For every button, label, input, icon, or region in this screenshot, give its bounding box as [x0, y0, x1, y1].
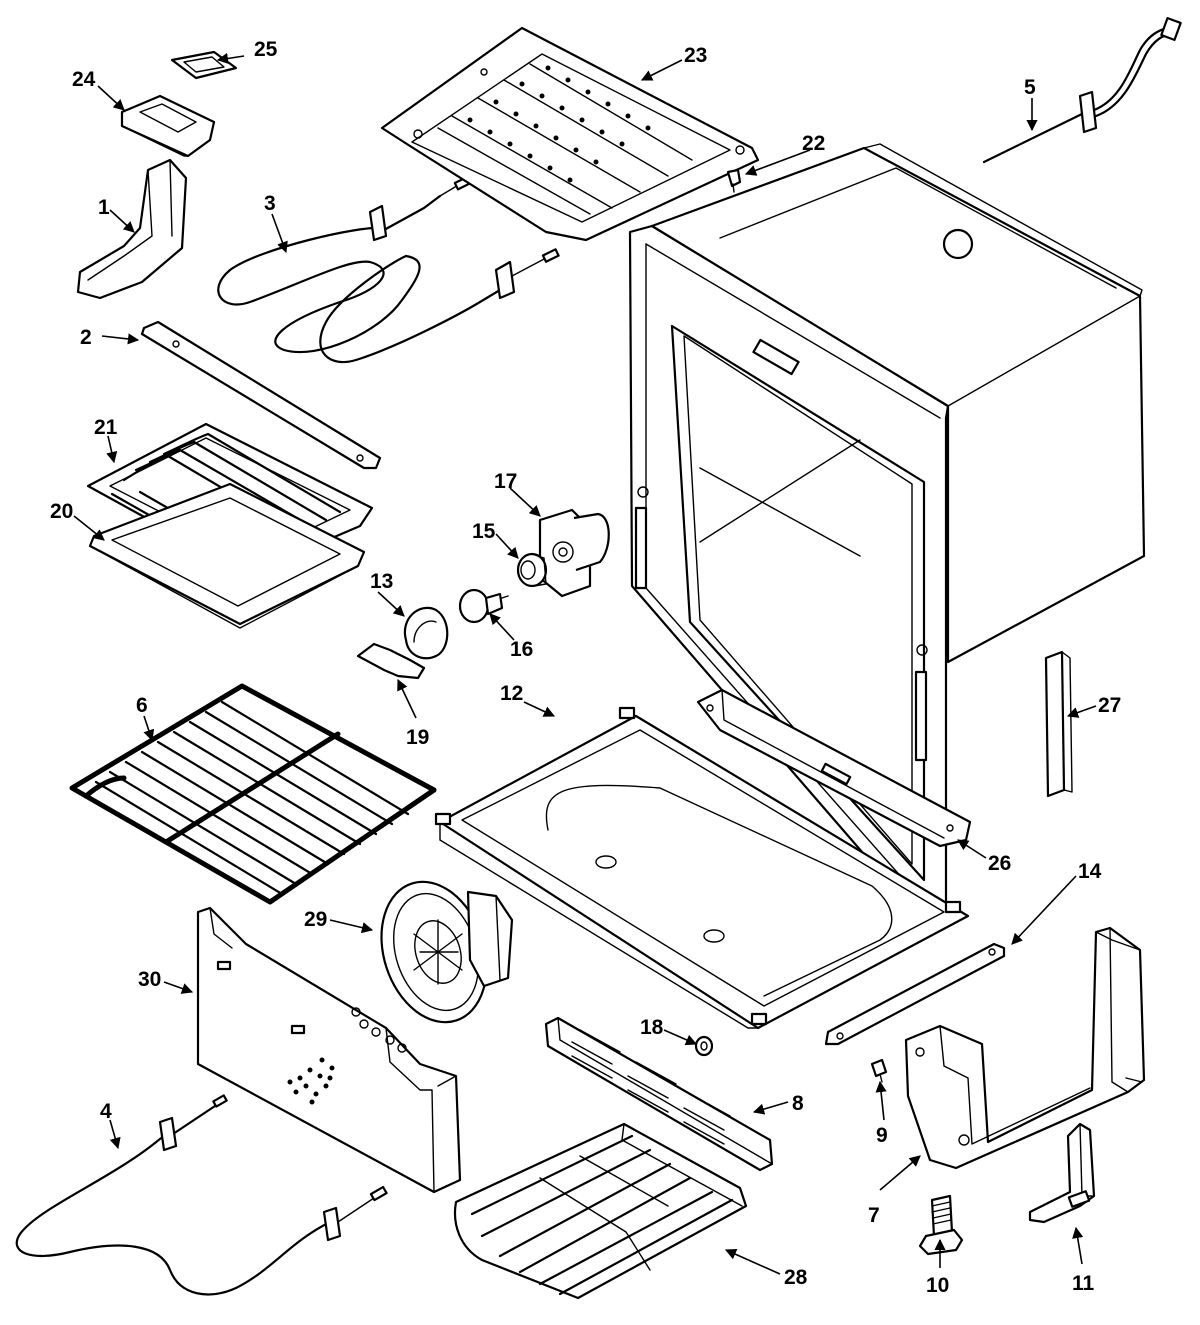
part-17-light-receptacle — [538, 508, 610, 598]
part-28-lower-rack — [454, 1122, 748, 1300]
part-10-leveling-leg — [918, 1194, 964, 1256]
callout-8: 8 — [792, 1092, 804, 1115]
callout-25: 25 — [254, 38, 278, 61]
part-2-bracket — [140, 320, 382, 470]
part-9-screw — [870, 1058, 888, 1083]
callout-21: 21 — [94, 416, 118, 439]
part-23-heat-baffle — [380, 26, 760, 242]
callout-5: 5 — [1024, 76, 1036, 99]
leader-lines — [73, 52, 1097, 1275]
part-13-lens-cover — [403, 606, 449, 660]
part-18-grommet — [694, 1035, 714, 1057]
callout-28: 28 — [784, 1266, 808, 1289]
part-14-support-bar — [824, 942, 1006, 1046]
callout-11: 11 — [1072, 1272, 1095, 1295]
callout-7: 7 — [868, 1204, 880, 1227]
part-5-sensor — [982, 17, 1182, 164]
callout-19: 19 — [406, 726, 429, 749]
callout-1: 1 — [98, 196, 110, 219]
callout-15: 15 — [472, 520, 496, 543]
part-12-oven-bottom — [434, 706, 970, 1030]
part-3-broil-element — [217, 176, 560, 364]
callout-22: 22 — [802, 132, 825, 155]
part-30-rear-panel — [196, 906, 462, 1194]
callout-30: 30 — [138, 968, 161, 991]
callout-10: 10 — [926, 1274, 949, 1297]
part-8-vent-bracket — [544, 1016, 774, 1172]
part-19-gasket — [356, 642, 426, 680]
part-29-fan-motor — [380, 880, 514, 1024]
callout-29: 29 — [304, 908, 327, 931]
callout-24: 24 — [72, 68, 96, 91]
part-6-oven-rack — [69, 683, 437, 905]
callout-23: 23 — [684, 44, 707, 67]
callout-12: 12 — [500, 682, 523, 705]
part-11-antitip-bracket — [1028, 1122, 1096, 1224]
callout-2: 2 — [80, 326, 92, 349]
callout-9: 9 — [876, 1124, 888, 1147]
callout-4: 4 — [100, 1100, 112, 1123]
callout-labels: 1 2 3 4 5 6 7 8 9 10 11 12 13 14 15 16 1… — [50, 38, 1121, 1297]
callout-26: 26 — [988, 852, 1011, 875]
callout-17: 17 — [494, 470, 517, 493]
part-20-broiler-pan — [88, 482, 366, 629]
part-24-lens-housing — [120, 94, 216, 158]
callout-27: 27 — [1098, 694, 1121, 717]
callout-16: 16 — [510, 638, 533, 661]
part-25-gasket — [170, 50, 238, 80]
oven-cavity — [628, 143, 1146, 928]
callout-14: 14 — [1078, 860, 1102, 883]
part-22-screw — [726, 168, 742, 193]
part-1-shield — [76, 158, 188, 300]
part-16-bulb — [458, 588, 509, 624]
part-27-vertical-bracket — [1044, 650, 1073, 798]
callout-6: 6 — [136, 694, 148, 717]
part-4-bake-element — [15, 1094, 388, 1296]
callout-20: 20 — [50, 500, 73, 523]
callout-3: 3 — [264, 192, 276, 215]
part-7-leg-bracket — [904, 926, 1146, 1170]
callout-13: 13 — [370, 570, 393, 593]
part-15-socket — [516, 552, 548, 588]
callout-18: 18 — [640, 1016, 664, 1039]
